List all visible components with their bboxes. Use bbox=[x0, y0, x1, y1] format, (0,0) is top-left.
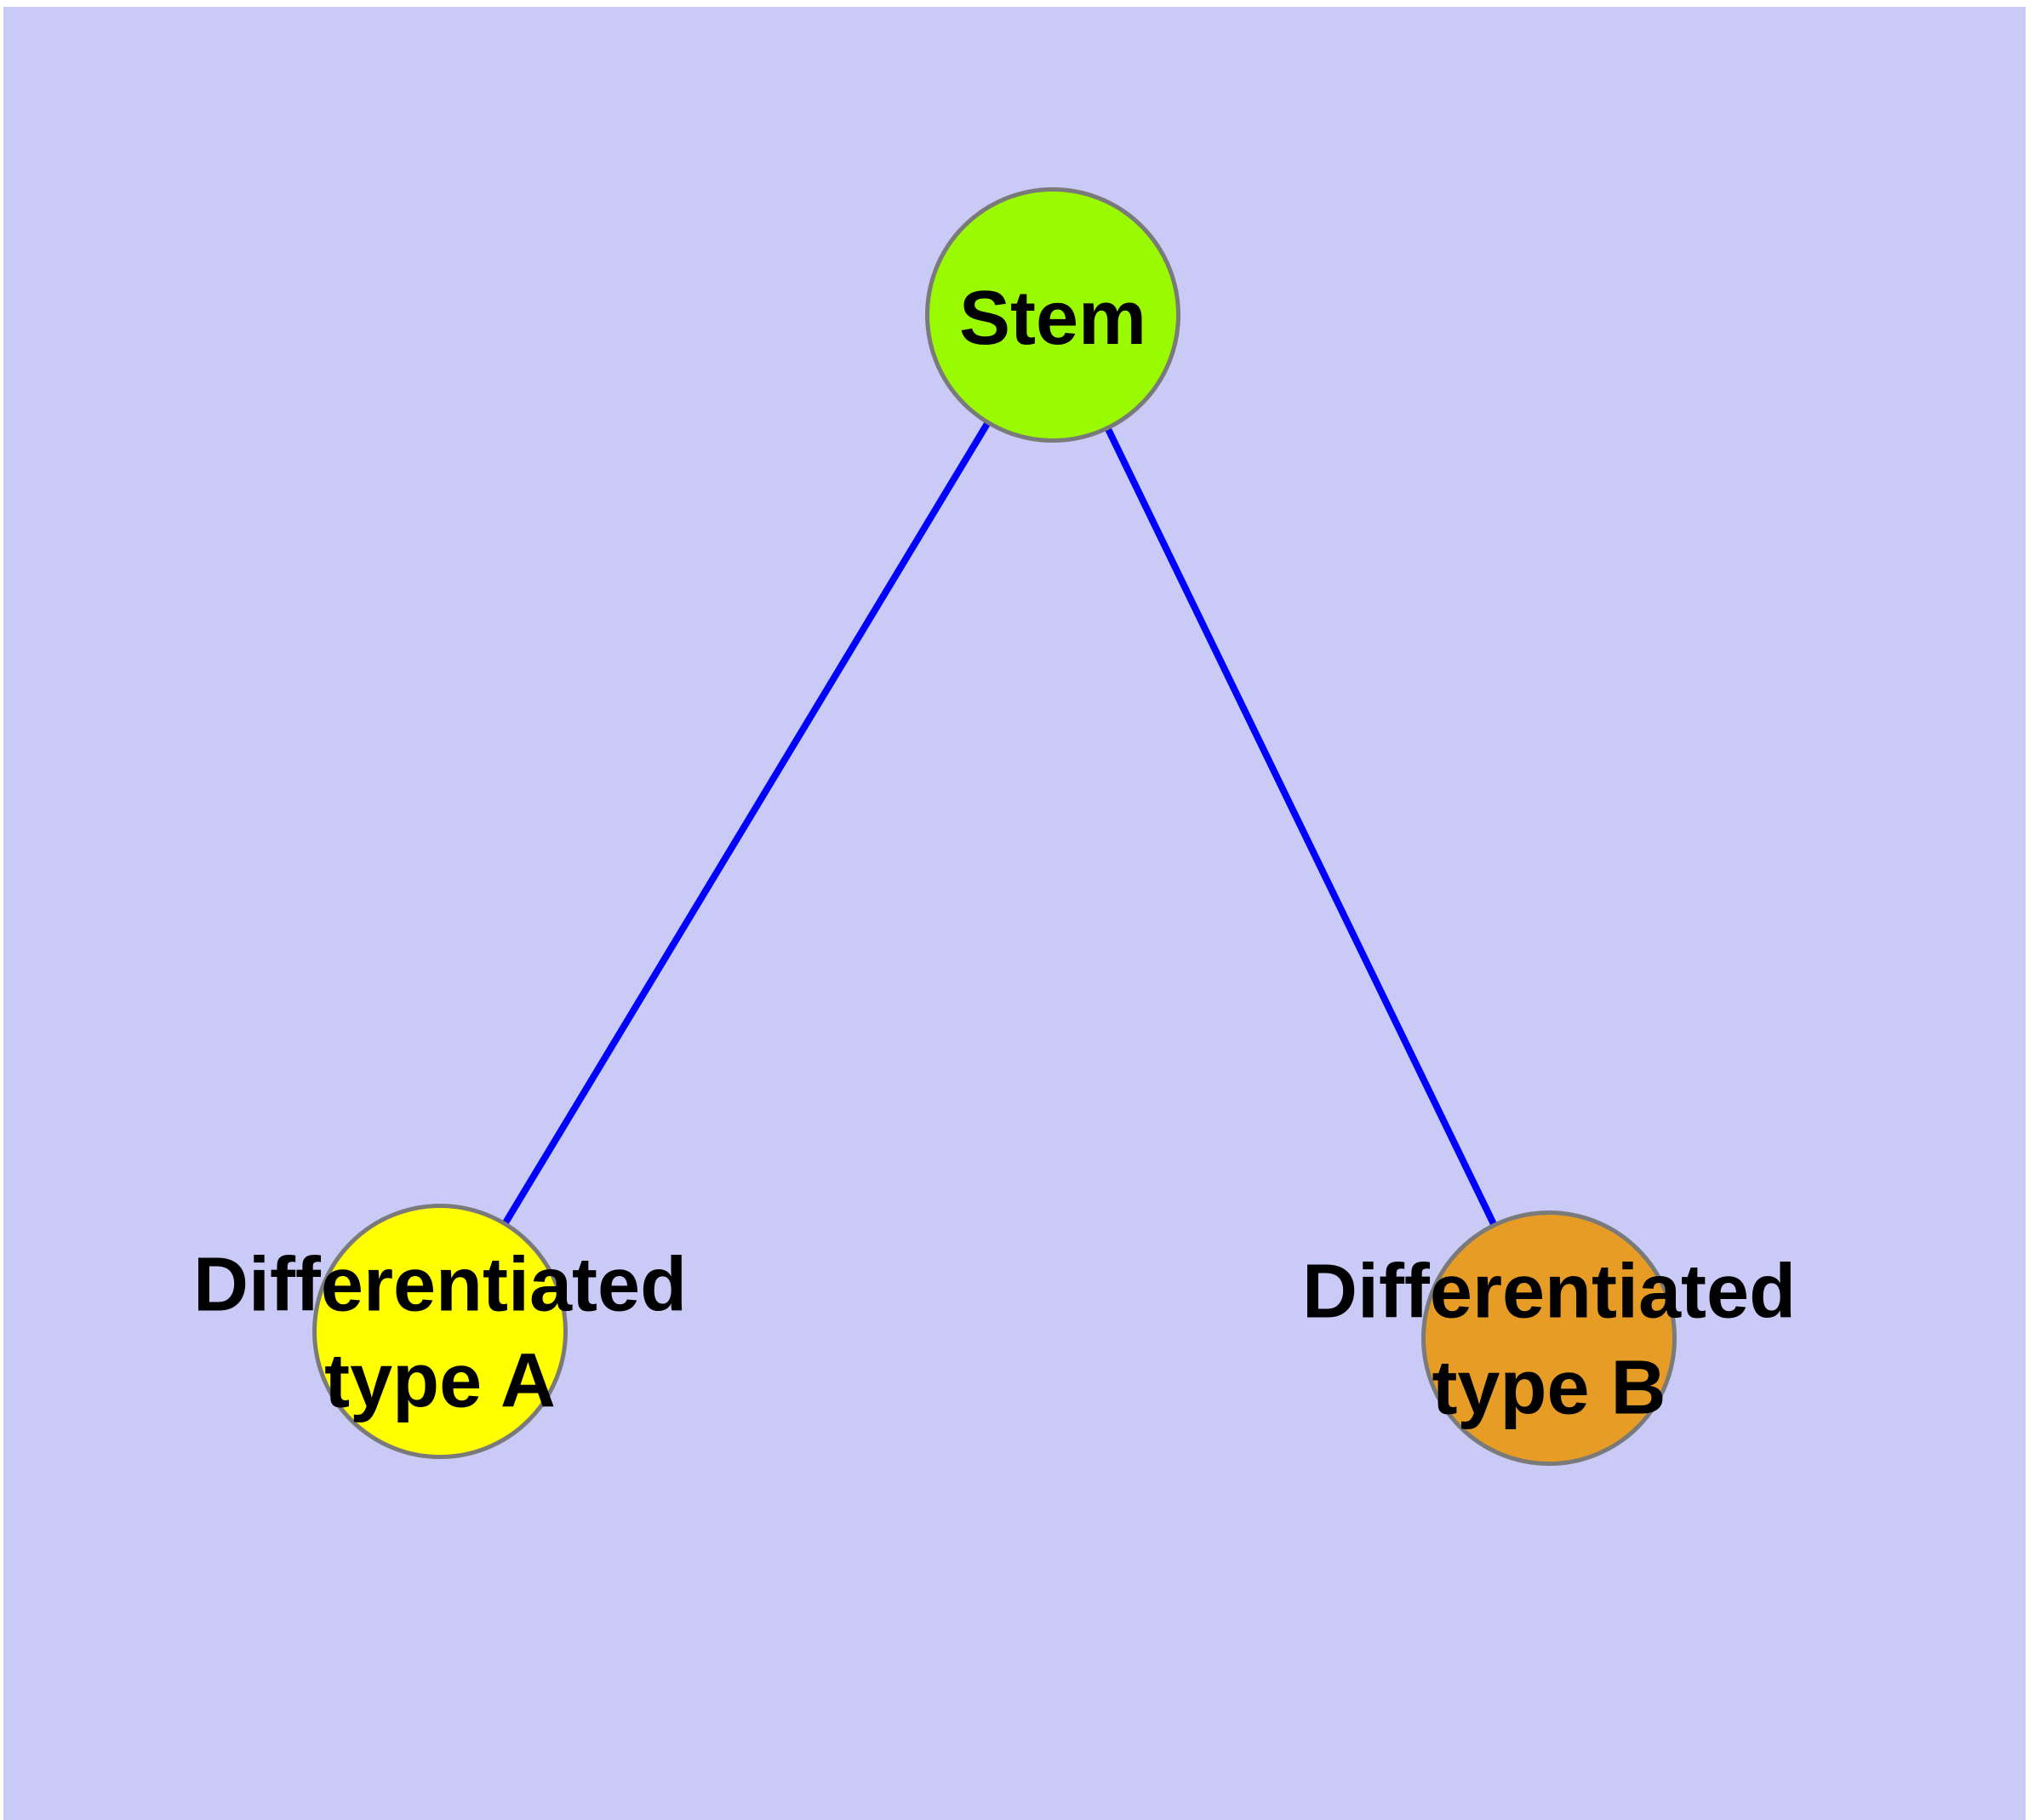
node-stem-label: Stem bbox=[958, 275, 1147, 361]
node-stem-circle bbox=[925, 187, 1180, 443]
node-differentiated-type-b-label: Differentiated type B bbox=[1301, 1249, 1797, 1431]
node-differentiated-type-b-circle bbox=[1421, 1210, 1677, 1466]
edge-stem-to-type-b bbox=[1049, 313, 1552, 1340]
node-differentiated-type-a-circle bbox=[312, 1204, 568, 1459]
edge-stem-to-type-a bbox=[437, 312, 1056, 1334]
node-differentiated-type-a-label: Differentiated type A bbox=[192, 1242, 688, 1424]
